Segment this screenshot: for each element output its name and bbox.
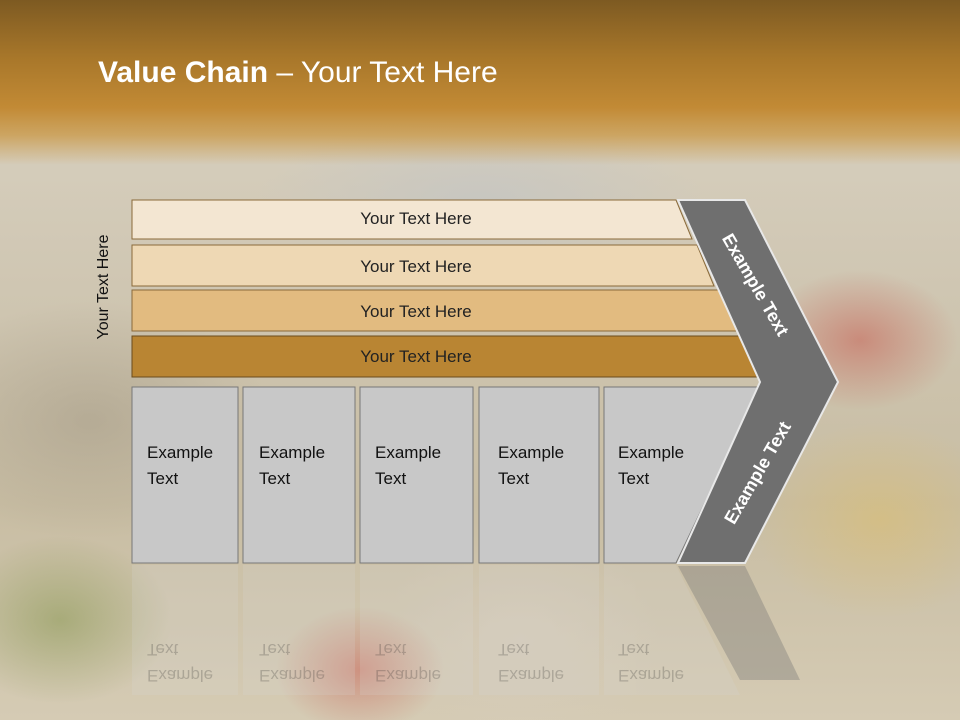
box-5-shape[interactable] [603,386,761,564]
header-band [0,0,960,165]
boxes-reflection [132,565,740,695]
box-4-shape[interactable] [478,386,600,564]
title-rest: – Your Text Here [268,56,498,89]
bar-1-label: Your Text Here [360,209,472,228]
bar-3-label: Your Text Here [360,302,472,321]
chevron-arrow[interactable] [676,199,840,564]
slide-title[interactable]: Value Chain – Your Text Here [98,56,498,90]
bar-4-label: Your Text Here [360,347,472,366]
bar-2-label: Your Text Here [360,257,472,276]
box-3-shape[interactable] [359,386,474,564]
bar-2-shape[interactable] [131,244,715,287]
bar-1-shape[interactable] [131,199,693,240]
chevron-arrow-reflection [678,566,800,680]
box-2-shape[interactable] [242,386,356,564]
box-1-shape[interactable] [131,386,239,564]
title-bold: Value Chain [98,56,269,89]
